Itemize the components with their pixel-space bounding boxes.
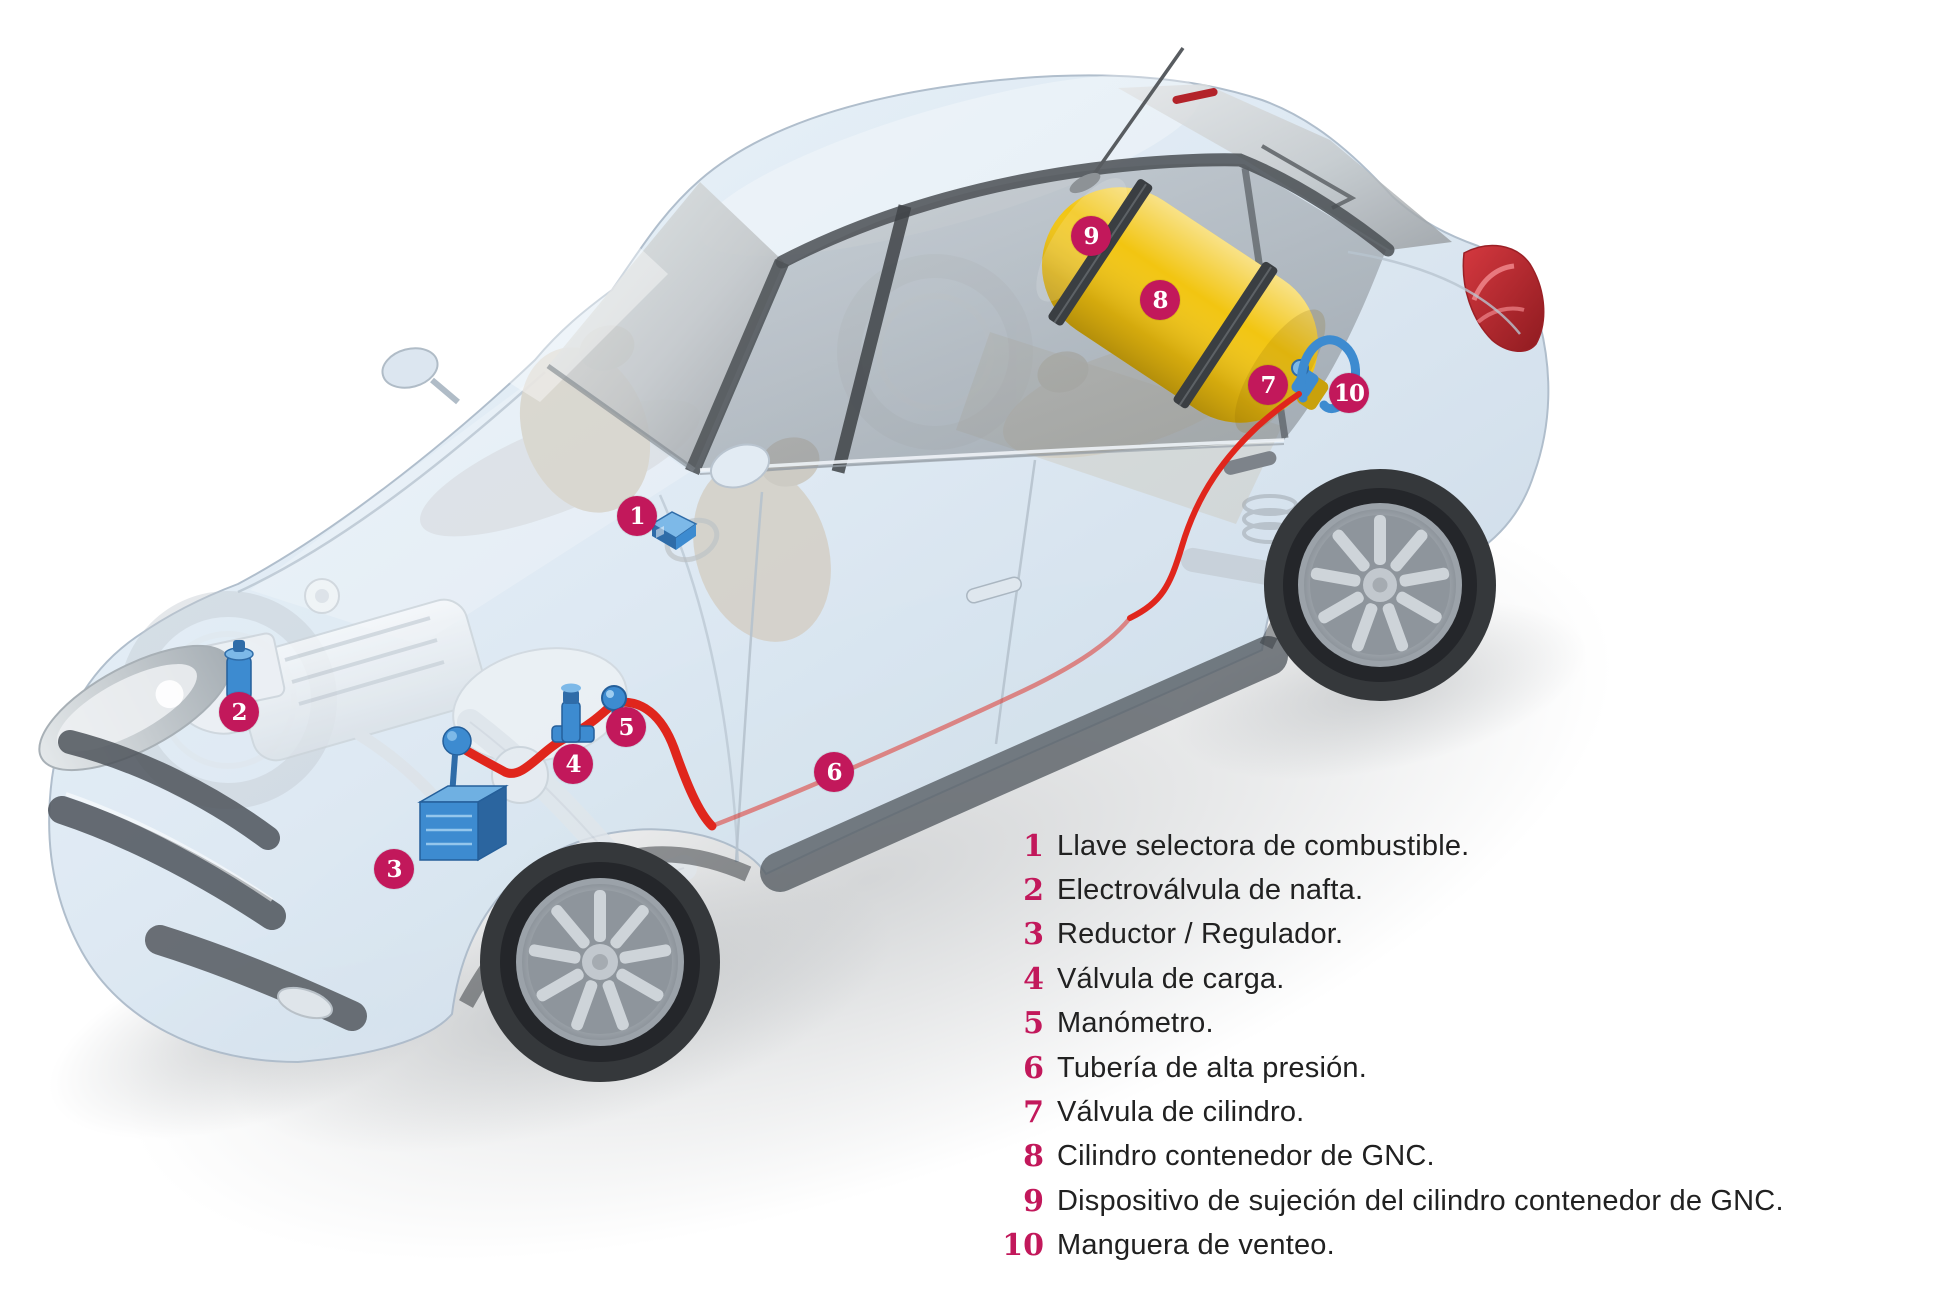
- rear-door-handle: [1223, 451, 1277, 475]
- rear-wheel: [1264, 469, 1496, 701]
- b-pillar: [831, 204, 912, 474]
- rear-details: [1172, 88, 1545, 352]
- high-pressure-tube: [457, 391, 1302, 831]
- callout-badge-4: 4: [553, 744, 593, 784]
- callout-badge-1: 1: [617, 496, 657, 536]
- a-pillar: [685, 259, 789, 475]
- side-mirror-far: [381, 347, 460, 405]
- petrol-solenoid-valve: [224, 640, 254, 702]
- roofline-band: [775, 153, 1395, 269]
- rim-spokes: [528, 890, 672, 1031]
- beltline-chrome: [699, 438, 1285, 472]
- front-wheel: [480, 842, 720, 1082]
- sill-molding: [760, 636, 1288, 892]
- front-door-cut: [734, 491, 764, 863]
- cowl-line: [546, 363, 696, 473]
- fog-light: [277, 986, 333, 1020]
- callout-badge-6: 6: [814, 752, 854, 792]
- antenna: [1069, 46, 1185, 194]
- third-brake-light: [1172, 88, 1218, 104]
- grille-slat-upper: [58, 730, 280, 850]
- trunk-seam: [1347, 250, 1521, 335]
- callout-badge-7: 7: [1248, 365, 1288, 405]
- callout-badge-3: 3: [374, 849, 414, 889]
- tail-light: [1462, 244, 1545, 352]
- callout-badge-8: 8: [1140, 280, 1180, 320]
- reductor-regulator: [417, 726, 509, 862]
- callout-badge-5: 5: [606, 707, 646, 747]
- side-mirror-near: [709, 443, 771, 489]
- rear-window: [1118, 84, 1452, 250]
- callout-badge-2: 2: [219, 692, 259, 732]
- vent-hose: [1296, 335, 1360, 414]
- rear-door-cut: [994, 459, 1037, 745]
- callout-badge-9: 9: [1071, 216, 1111, 256]
- front-details: [38, 644, 367, 1031]
- callout-badge-10: 10: [1329, 373, 1369, 413]
- grille-slat-lower: [48, 796, 286, 930]
- rim-spokes: [1310, 515, 1450, 652]
- rear-wiper-icon: [1260, 144, 1357, 210]
- front-door-handle: [966, 576, 1022, 604]
- fuel-selector-switch: [650, 511, 698, 550]
- filling-valve: [551, 683, 595, 743]
